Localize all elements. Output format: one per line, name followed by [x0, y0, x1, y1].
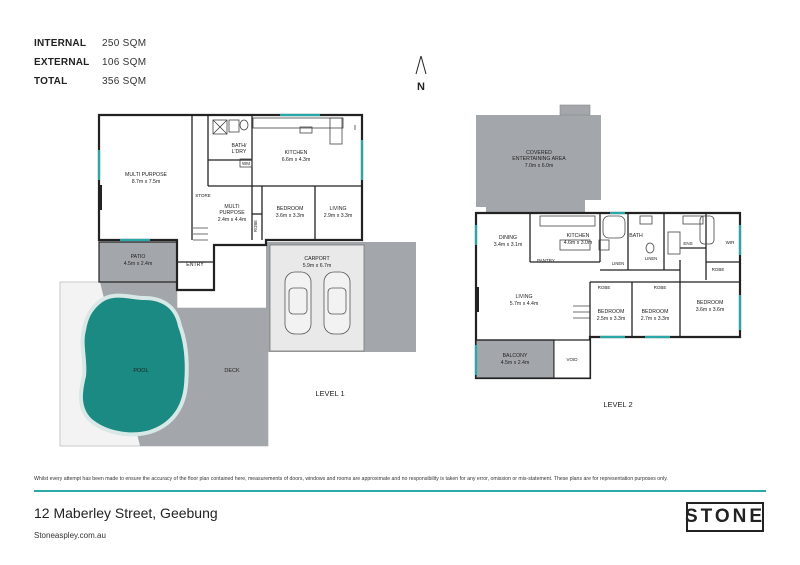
area-row-total: TOTAL 356 SQM	[34, 72, 146, 91]
room-label: PATIO	[131, 254, 146, 260]
room-dims: 4.5m x 2.4m	[501, 360, 530, 366]
level-1-title: LEVEL 1	[315, 389, 344, 398]
disclaimer-text: Whilst every attempt has been made to en…	[34, 476, 668, 482]
car-icon	[284, 271, 351, 335]
room-label: MULTI	[224, 204, 239, 210]
website-link[interactable]: Stoneaspley.com.au	[34, 531, 106, 540]
room-label: DECK	[224, 368, 240, 374]
level-1-labels: MULTI PURPOSE 8.7m x 7.5m BATH/ L'DRY WM…	[124, 143, 353, 374]
level-2-plan	[474, 104, 742, 380]
room-dims: 2.4m x 4.4m	[218, 217, 247, 223]
room-label: ENTERTAINING AREA	[512, 156, 566, 162]
balcony-area	[475, 339, 555, 379]
room-dims: 2.9m x 3.3m	[324, 213, 353, 219]
room-label: KITCHEN	[567, 233, 590, 239]
room-label: WIR	[726, 240, 735, 245]
room-label: LINEN	[645, 256, 657, 261]
room-dims: 4.6m x 3.0m	[564, 240, 593, 246]
room-label: STORE	[195, 193, 210, 198]
accent-divider	[34, 490, 766, 492]
room-label: ROBE	[712, 267, 725, 272]
compass-label: N	[417, 81, 425, 93]
room-dims: 5.7m x 4.4m	[510, 301, 539, 307]
patio-area	[98, 241, 178, 283]
room-label: BEDROOM	[642, 309, 669, 315]
area-label: INTERNAL	[34, 38, 87, 49]
area-label: EXTERNAL	[34, 57, 90, 68]
room-label: ENS	[683, 241, 692, 246]
area-summary: INTERNAL 250 SQM EXTERNAL 106 SQM TOTAL …	[34, 34, 146, 91]
room-label: BEDROOM	[697, 300, 724, 306]
area-value: 106 SQM	[102, 57, 147, 68]
room-label: BATH/	[232, 143, 247, 149]
room-label: L'DRY	[232, 149, 247, 155]
level-1-plan	[59, 113, 416, 447]
room-label: ROBE	[598, 285, 611, 290]
room-dims: 3.6m x 3.3m	[276, 213, 305, 219]
room-label: PANTRY	[537, 258, 555, 263]
room-dims: 5.9m x 6.7m	[303, 263, 332, 269]
area-row-external: EXTERNAL 106 SQM	[34, 53, 146, 72]
room-dims: 3.4m x 3.1m	[494, 242, 523, 248]
level-1-outline	[97, 113, 364, 292]
room-label: LIVING	[515, 294, 532, 300]
void-area	[553, 339, 591, 379]
compass-icon	[415, 55, 427, 75]
covered-area	[476, 107, 601, 213]
room-label: PURPOSE	[219, 210, 245, 216]
area-value: 250 SQM	[102, 38, 147, 49]
room-dims: 6.6m x 4.3m	[282, 157, 311, 163]
room-label: LIVING	[329, 206, 346, 212]
level-2-labels: COVERED ENTERTAINING AREA 7.0m x 6.0m DI…	[494, 150, 735, 366]
room-label: ENTRY	[186, 262, 204, 268]
room-dims: 2.5m x 3.3m	[597, 316, 626, 322]
room-label: COVERED	[526, 150, 552, 156]
room-label: BATH	[629, 233, 643, 239]
room-label: VOID	[566, 357, 578, 362]
room-dims: 7.0m x 6.0m	[525, 163, 554, 169]
room-label: ROBE	[253, 220, 258, 232]
room-label: CARPORT	[304, 256, 330, 262]
pool-area	[78, 293, 189, 437]
room-label: BEDROOM	[277, 206, 304, 212]
room-dims: 4.5m x 2.4m	[124, 261, 153, 267]
room-label: MULTI PURPOSE	[125, 172, 168, 178]
room-dims: 3.6m x 3.6m	[696, 307, 725, 313]
property-address: 12 Maberley Street, Geebung	[34, 505, 218, 521]
level-2-title: LEVEL 2	[603, 400, 632, 409]
room-label: LINEN	[612, 261, 624, 266]
room-dims: 2.7m x 3.3m	[641, 316, 670, 322]
area-value: 356 SQM	[102, 76, 147, 87]
room-label: ROBE	[654, 285, 667, 290]
room-label: DINING	[499, 235, 517, 241]
room-label: KITCHEN	[285, 150, 308, 156]
area-row-internal: INTERNAL 250 SQM	[34, 34, 146, 53]
room-dims: 8.7m x 7.5m	[132, 179, 161, 185]
room-label: POOL	[133, 368, 148, 374]
room-label: BALCONY	[503, 353, 528, 359]
stone-logo: STONE	[685, 502, 764, 532]
area-label: TOTAL	[34, 76, 68, 87]
room-label: BEDROOM	[598, 309, 625, 315]
room-label: WM	[242, 161, 250, 166]
